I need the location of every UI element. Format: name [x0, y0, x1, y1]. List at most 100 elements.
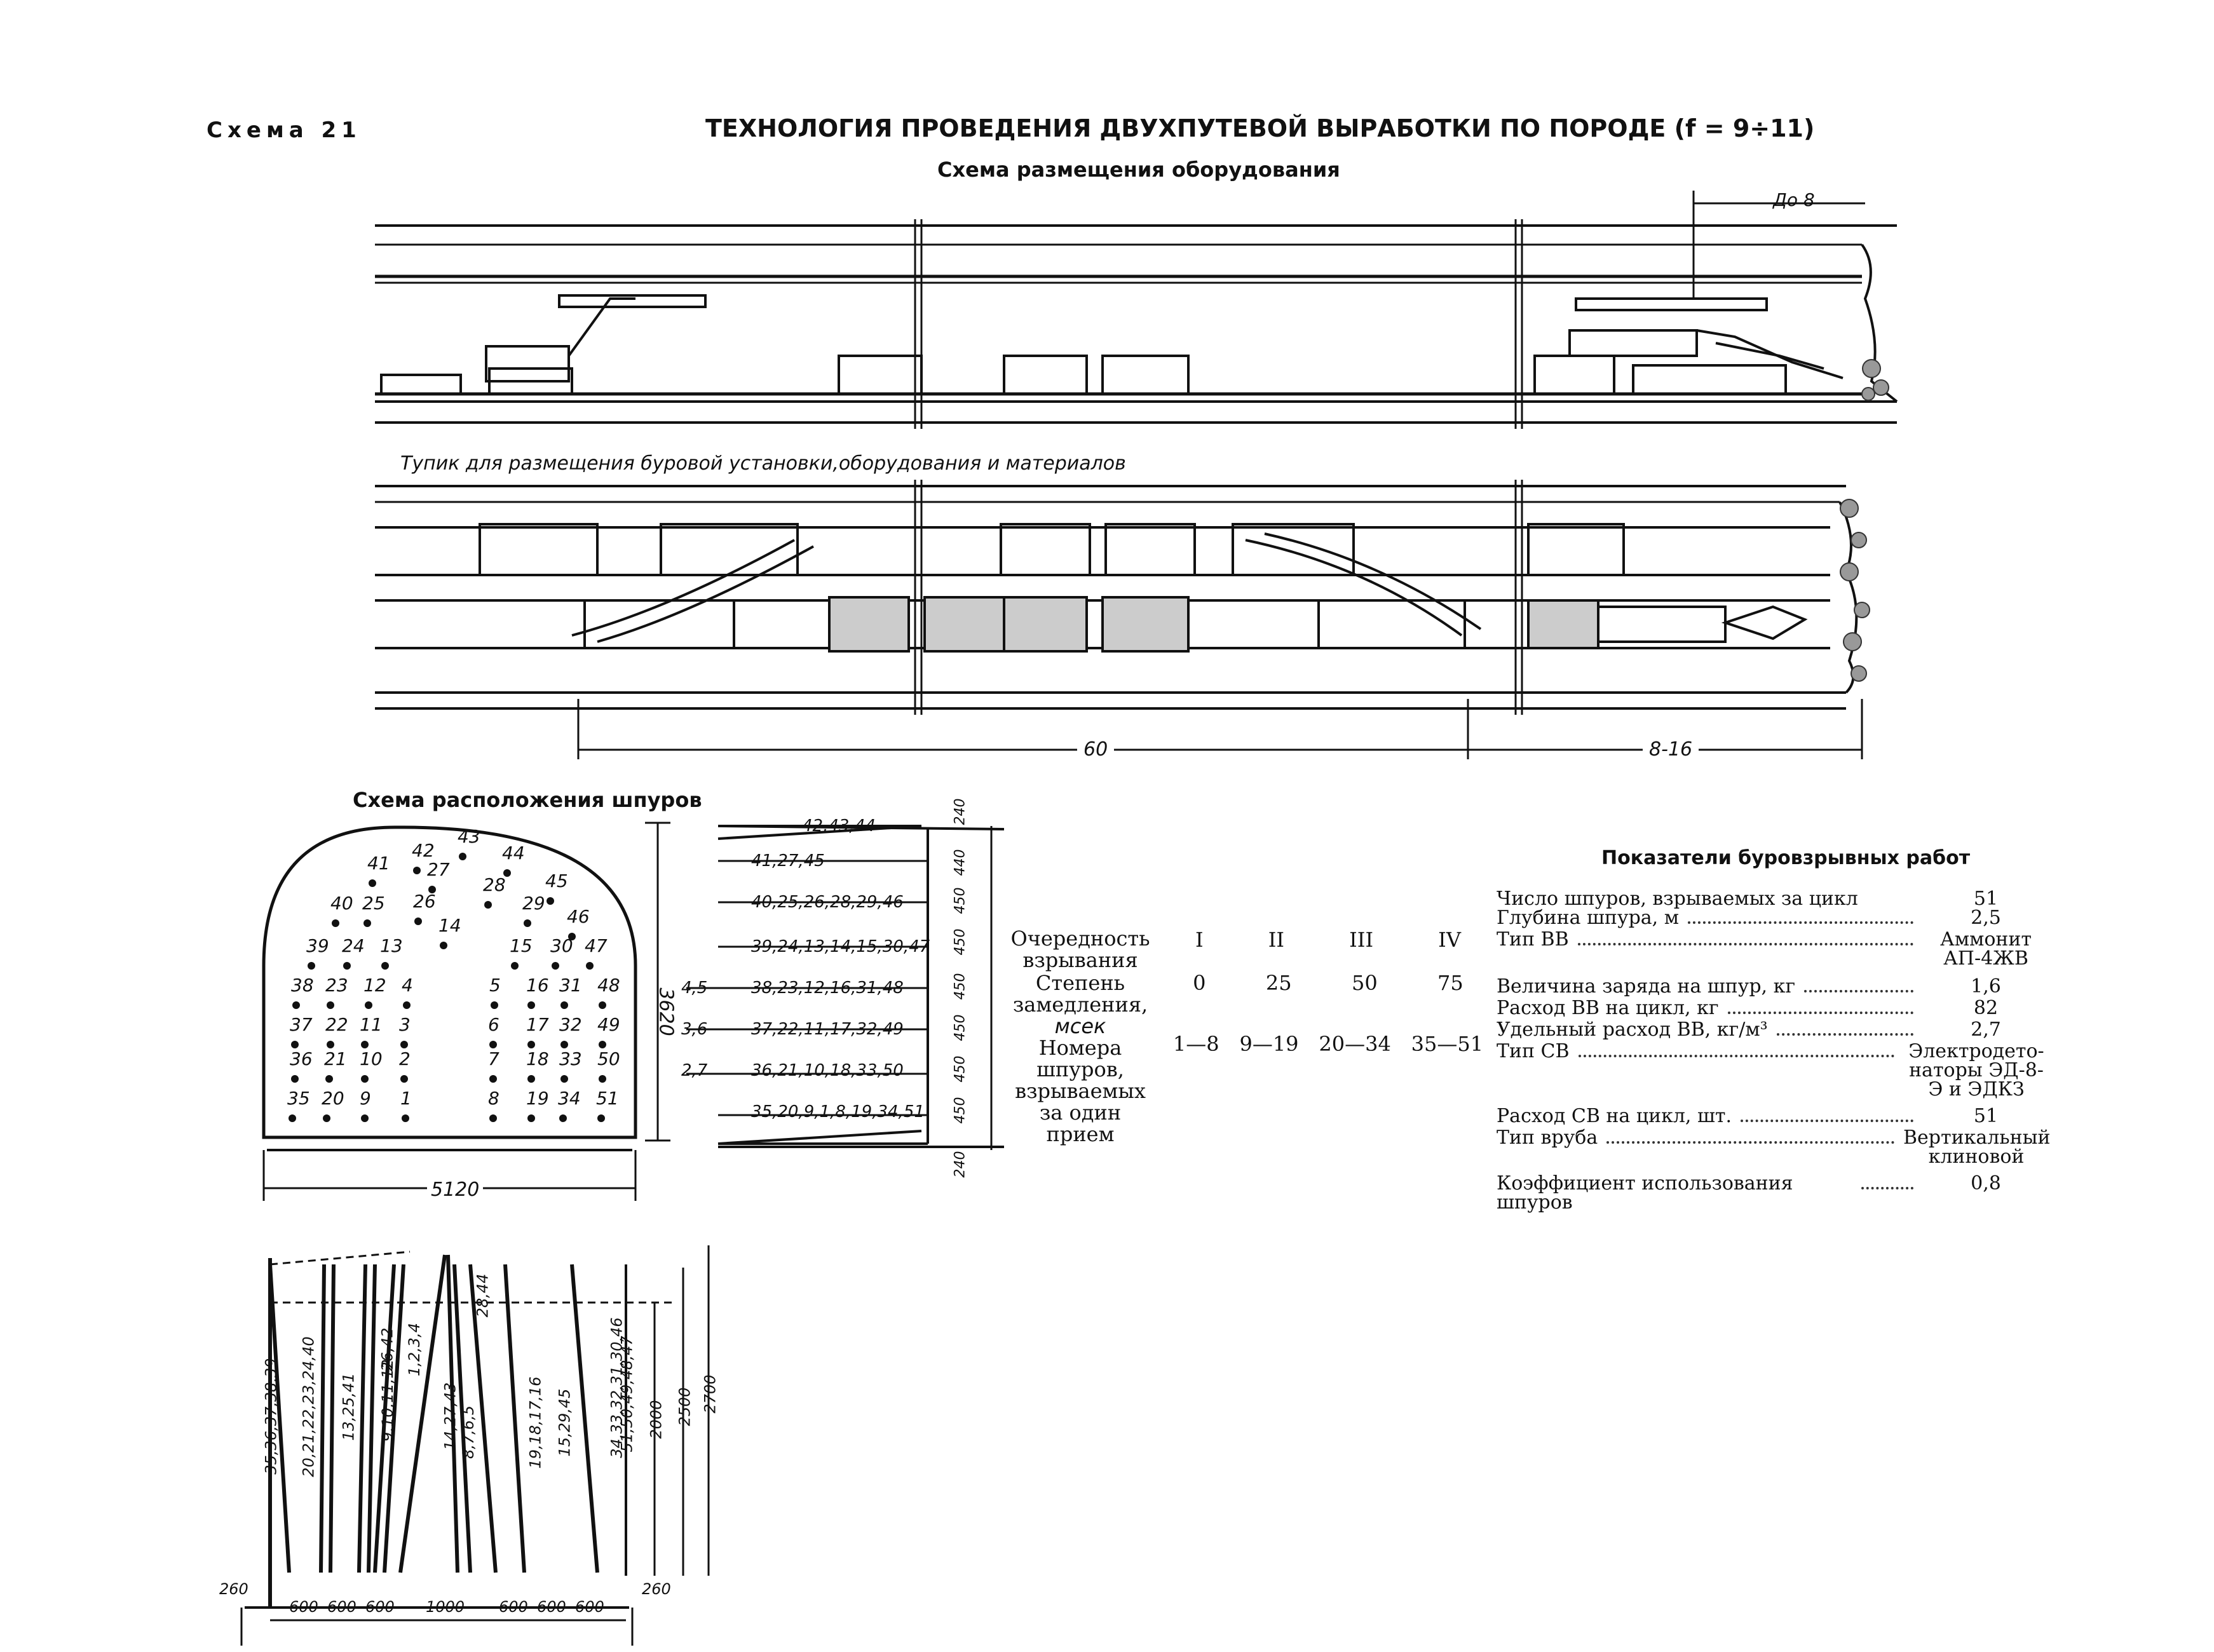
hole-dot: [369, 879, 376, 887]
side-view: [686, 825, 1005, 1150]
hole-label: 44: [502, 843, 525, 863]
hole-label: 31: [559, 975, 582, 996]
hole-dot: [547, 897, 554, 905]
hole-label: 16: [526, 975, 549, 996]
hole-dot: [325, 1075, 333, 1083]
seq-label-holes: Номера шпуров, взрываемых за один прием: [1015, 1036, 1146, 1146]
hole-label: 10: [360, 1048, 383, 1069]
side-right-dim: 240: [952, 798, 968, 825]
side-row-label: 39,24,13,14,15,30,47: [751, 937, 930, 956]
hole-label: 33: [559, 1048, 582, 1069]
hole-dot: [459, 853, 466, 860]
hole-label: 34: [558, 1088, 581, 1109]
side-right-dim: 450: [952, 1014, 968, 1041]
section-hole-label: 19,18,17,16: [526, 1376, 545, 1469]
section-hole-label: 51,50,49,48,47: [618, 1336, 636, 1452]
side-right-dim: 450: [952, 973, 968, 1000]
seq-label-order: Очередность взрывания: [1010, 926, 1150, 972]
hole-dot: [560, 1001, 568, 1009]
hole-label: 2: [399, 1048, 411, 1069]
stage-4: IV: [1438, 928, 1461, 952]
hole-label: 6: [488, 1014, 499, 1035]
hole-dot: [559, 1114, 567, 1122]
section-hole-label: 20,21,22,23,24,40: [299, 1336, 318, 1477]
side-right-dim: 450: [952, 887, 968, 914]
side-row-label: 38,23,12,16,31,48: [751, 978, 904, 998]
section-hole-label: 9,10,11,12: [378, 1359, 397, 1442]
hole-label: 8: [488, 1088, 499, 1109]
equipment-heading: Схема размещения оборудования: [937, 158, 1340, 182]
seq-label-msec: мсек: [1054, 1014, 1106, 1038]
hole-label: 17: [526, 1014, 549, 1035]
hole-label: 14: [438, 915, 461, 936]
hole-dot: [291, 1041, 299, 1048]
section-hole-label: 35,36,37,38,39: [262, 1358, 280, 1475]
hole-dot: [343, 962, 351, 970]
dim-60: 60: [1077, 738, 1115, 761]
section-hole-label: 14,27,43: [441, 1382, 459, 1451]
hole-label: 23: [325, 975, 348, 996]
hole-dot: [489, 1041, 497, 1048]
hole-label: 13: [380, 935, 403, 956]
hole-dot: [599, 1001, 606, 1009]
hole-dot: [489, 1075, 497, 1083]
hole-label: 19: [526, 1088, 549, 1109]
delay-4: 75: [1437, 971, 1464, 995]
hole-dot: [428, 886, 436, 893]
depth-dim-2000: 2000: [647, 1400, 665, 1439]
equipment-scheme: [375, 191, 1898, 759]
hole-label: 5: [489, 975, 501, 996]
hole-label: 9: [360, 1088, 371, 1109]
hole-dots: [289, 853, 606, 1122]
hole-dot: [560, 1075, 568, 1083]
hole-label: 42: [412, 840, 435, 861]
hole-dot: [365, 1001, 372, 1009]
hole-dot: [323, 1114, 330, 1122]
side-row-label: 37,22,11,17,32,49: [751, 1020, 904, 1039]
hole-label: 24: [342, 935, 365, 956]
holes-group-4: 35—51: [1411, 1032, 1484, 1056]
hole-dot: [289, 1114, 296, 1122]
hole-dot: [527, 1114, 535, 1122]
section-hole-label: 26,42: [378, 1327, 397, 1372]
page-title: ТЕХНОЛОГИЯ ПРОВЕДЕНИЯ ДВУХПУТЕВОЙ ВЫРАБО…: [705, 114, 1815, 142]
hole-label: 22: [325, 1014, 348, 1035]
depth-dim-2700: 2700: [701, 1374, 719, 1414]
delay-2: 25: [1265, 971, 1292, 995]
hole-label: 20: [322, 1088, 344, 1109]
hole-dot: [361, 1075, 369, 1083]
section-hole-label: 15,29,45: [555, 1388, 574, 1457]
hole-label: 37: [290, 1014, 313, 1035]
dim-8-16: 8-16: [1643, 738, 1699, 761]
hole-dot: [402, 1114, 409, 1122]
seq-label-delay: Степень замедления,: [1012, 971, 1148, 1017]
hole-dot: [361, 1041, 369, 1048]
hole-label: 1: [400, 1088, 412, 1109]
hole-dot: [361, 1114, 369, 1122]
hole-dot: [527, 1001, 535, 1009]
hole-dot: [599, 1041, 606, 1048]
hole-label: 39: [306, 935, 329, 956]
hole-dot: [560, 1041, 568, 1048]
hole-label: 18: [526, 1048, 549, 1069]
hole-label: 32: [559, 1014, 582, 1035]
hole-dot: [484, 901, 492, 909]
stage-3: III: [1349, 928, 1374, 952]
hole-dot: [440, 942, 447, 949]
hole-dot: [413, 867, 421, 874]
scheme-number: Схема 21: [207, 118, 362, 143]
hole-dot: [511, 962, 519, 970]
hole-label: 43: [458, 826, 480, 847]
side-row-label: 41,27,45: [751, 851, 825, 870]
hole-dot: [332, 919, 339, 927]
section-hole-label: 8,7,6,5: [459, 1405, 477, 1459]
hole-dot: [552, 962, 559, 970]
dim-top: До 8: [1773, 189, 1815, 210]
hole-label: 49: [597, 1014, 620, 1035]
